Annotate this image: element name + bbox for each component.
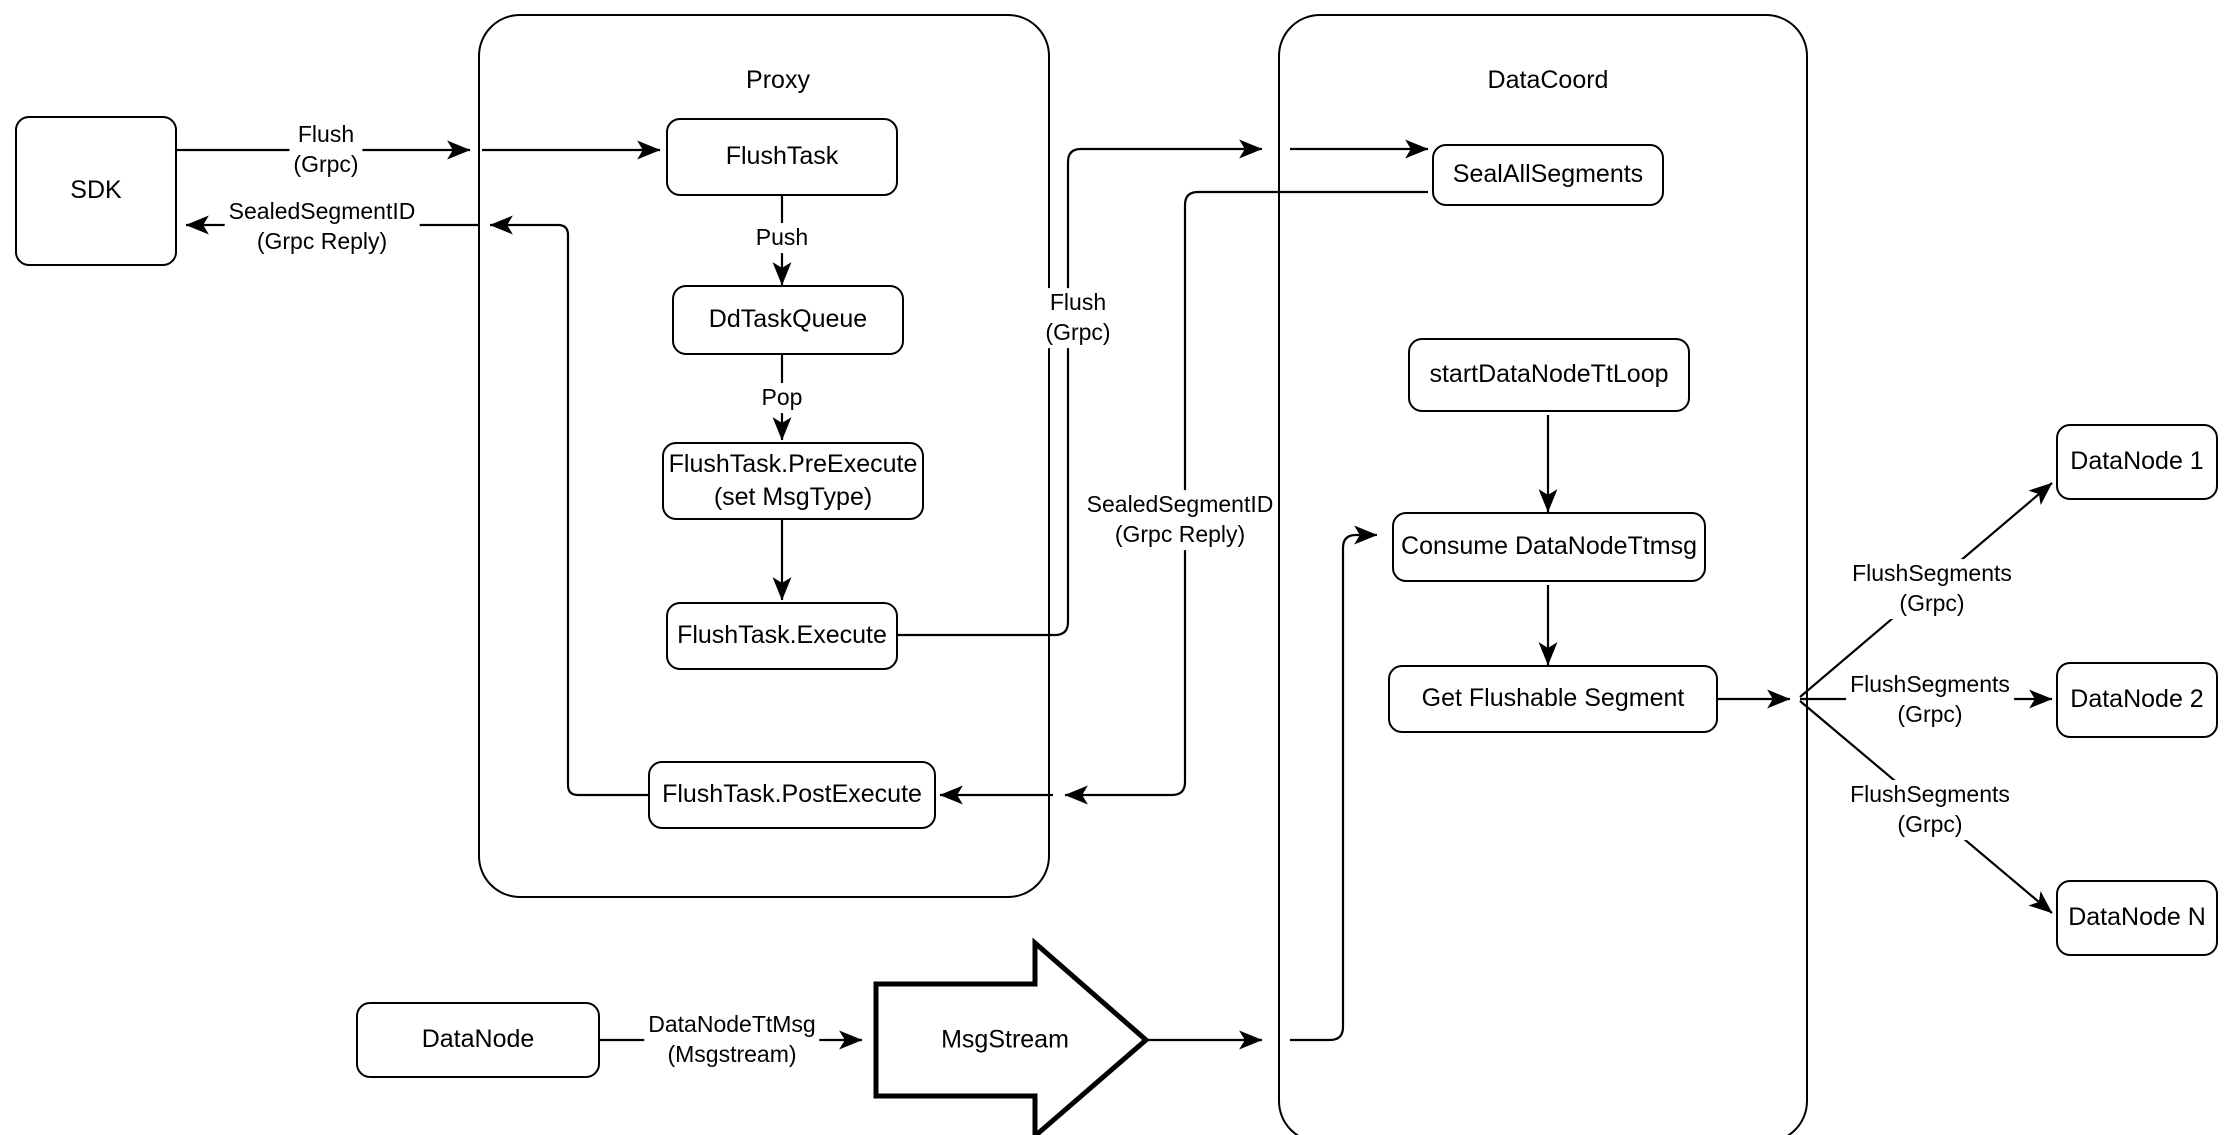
edge-label-flush-grpc-mid: Flush (Grpc) [1041, 288, 1115, 348]
wire-execute-to-datacoord [898, 139, 1263, 637]
proxy-container [478, 14, 1050, 898]
edge-label-pop: Pop [757, 383, 807, 413]
node-flushtask-execute[interactable]: FlushTask.Execute [666, 602, 898, 670]
edge-label-flushsegments-n: FlushSegments (Grpc) [1846, 780, 2014, 840]
edge-label-flushsegments-1: FlushSegments (Grpc) [1848, 559, 2016, 619]
node-msgstream-label[interactable]: MsgStream [941, 1025, 1069, 1054]
node-datanode-2[interactable]: DataNode 2 [2056, 662, 2218, 738]
node-flushtask-postexecute[interactable]: FlushTask.PostExecute [648, 761, 936, 829]
wire-postexecute-to-sdk [489, 215, 648, 797]
node-get-flushable-segment[interactable]: Get Flushable Segment [1388, 665, 1718, 733]
node-ddtaskqueue[interactable]: DdTaskQueue [672, 285, 904, 355]
edge-label-flush-grpc-sdk: Flush (Grpc) [289, 120, 363, 180]
edge-label-sealed-reply-mid: SealedSegmentID (Grpc Reply) [1082, 490, 1278, 550]
edge-label-datanode-ttmsg: DataNodeTtMsg (Msgstream) [644, 1010, 820, 1070]
edge-label-push: Push [751, 223, 813, 253]
edge-label-sealed-reply-sdk: SealedSegmentID (Grpc Reply) [224, 197, 420, 257]
node-flushtask-preexecute[interactable]: FlushTask.PreExecute (set MsgType) [662, 442, 924, 520]
datacoord-container [1278, 14, 1808, 1135]
msgstream-block-arrow-shape [873, 937, 1150, 1135]
node-flushtask[interactable]: FlushTask [666, 118, 898, 196]
node-sealallsegments[interactable]: SealAllSegments [1432, 144, 1664, 206]
node-datanode-n[interactable]: DataNode N [2056, 880, 2218, 956]
edge-label-flushsegments-2: FlushSegments (Grpc) [1846, 670, 2014, 730]
node-datanode-1[interactable]: DataNode 1 [2056, 424, 2218, 500]
node-consume-datanodettmsg[interactable]: Consume DataNodeTtmsg [1392, 512, 1706, 582]
wire-datacoord-up-to-consume [1290, 525, 1378, 1042]
node-datanode-source[interactable]: DataNode [356, 1002, 600, 1078]
node-sdk[interactable]: SDK [15, 116, 177, 266]
proxy-container-title: Proxy [746, 66, 810, 94]
preexecute-line-1: FlushTask.PreExecute [668, 449, 918, 478]
node-startdatanodettloop[interactable]: startDataNodeTtLoop [1408, 338, 1690, 412]
preexecute-line-2: (set MsgType) [713, 483, 873, 511]
datacoord-container-title: DataCoord [1487, 66, 1609, 94]
